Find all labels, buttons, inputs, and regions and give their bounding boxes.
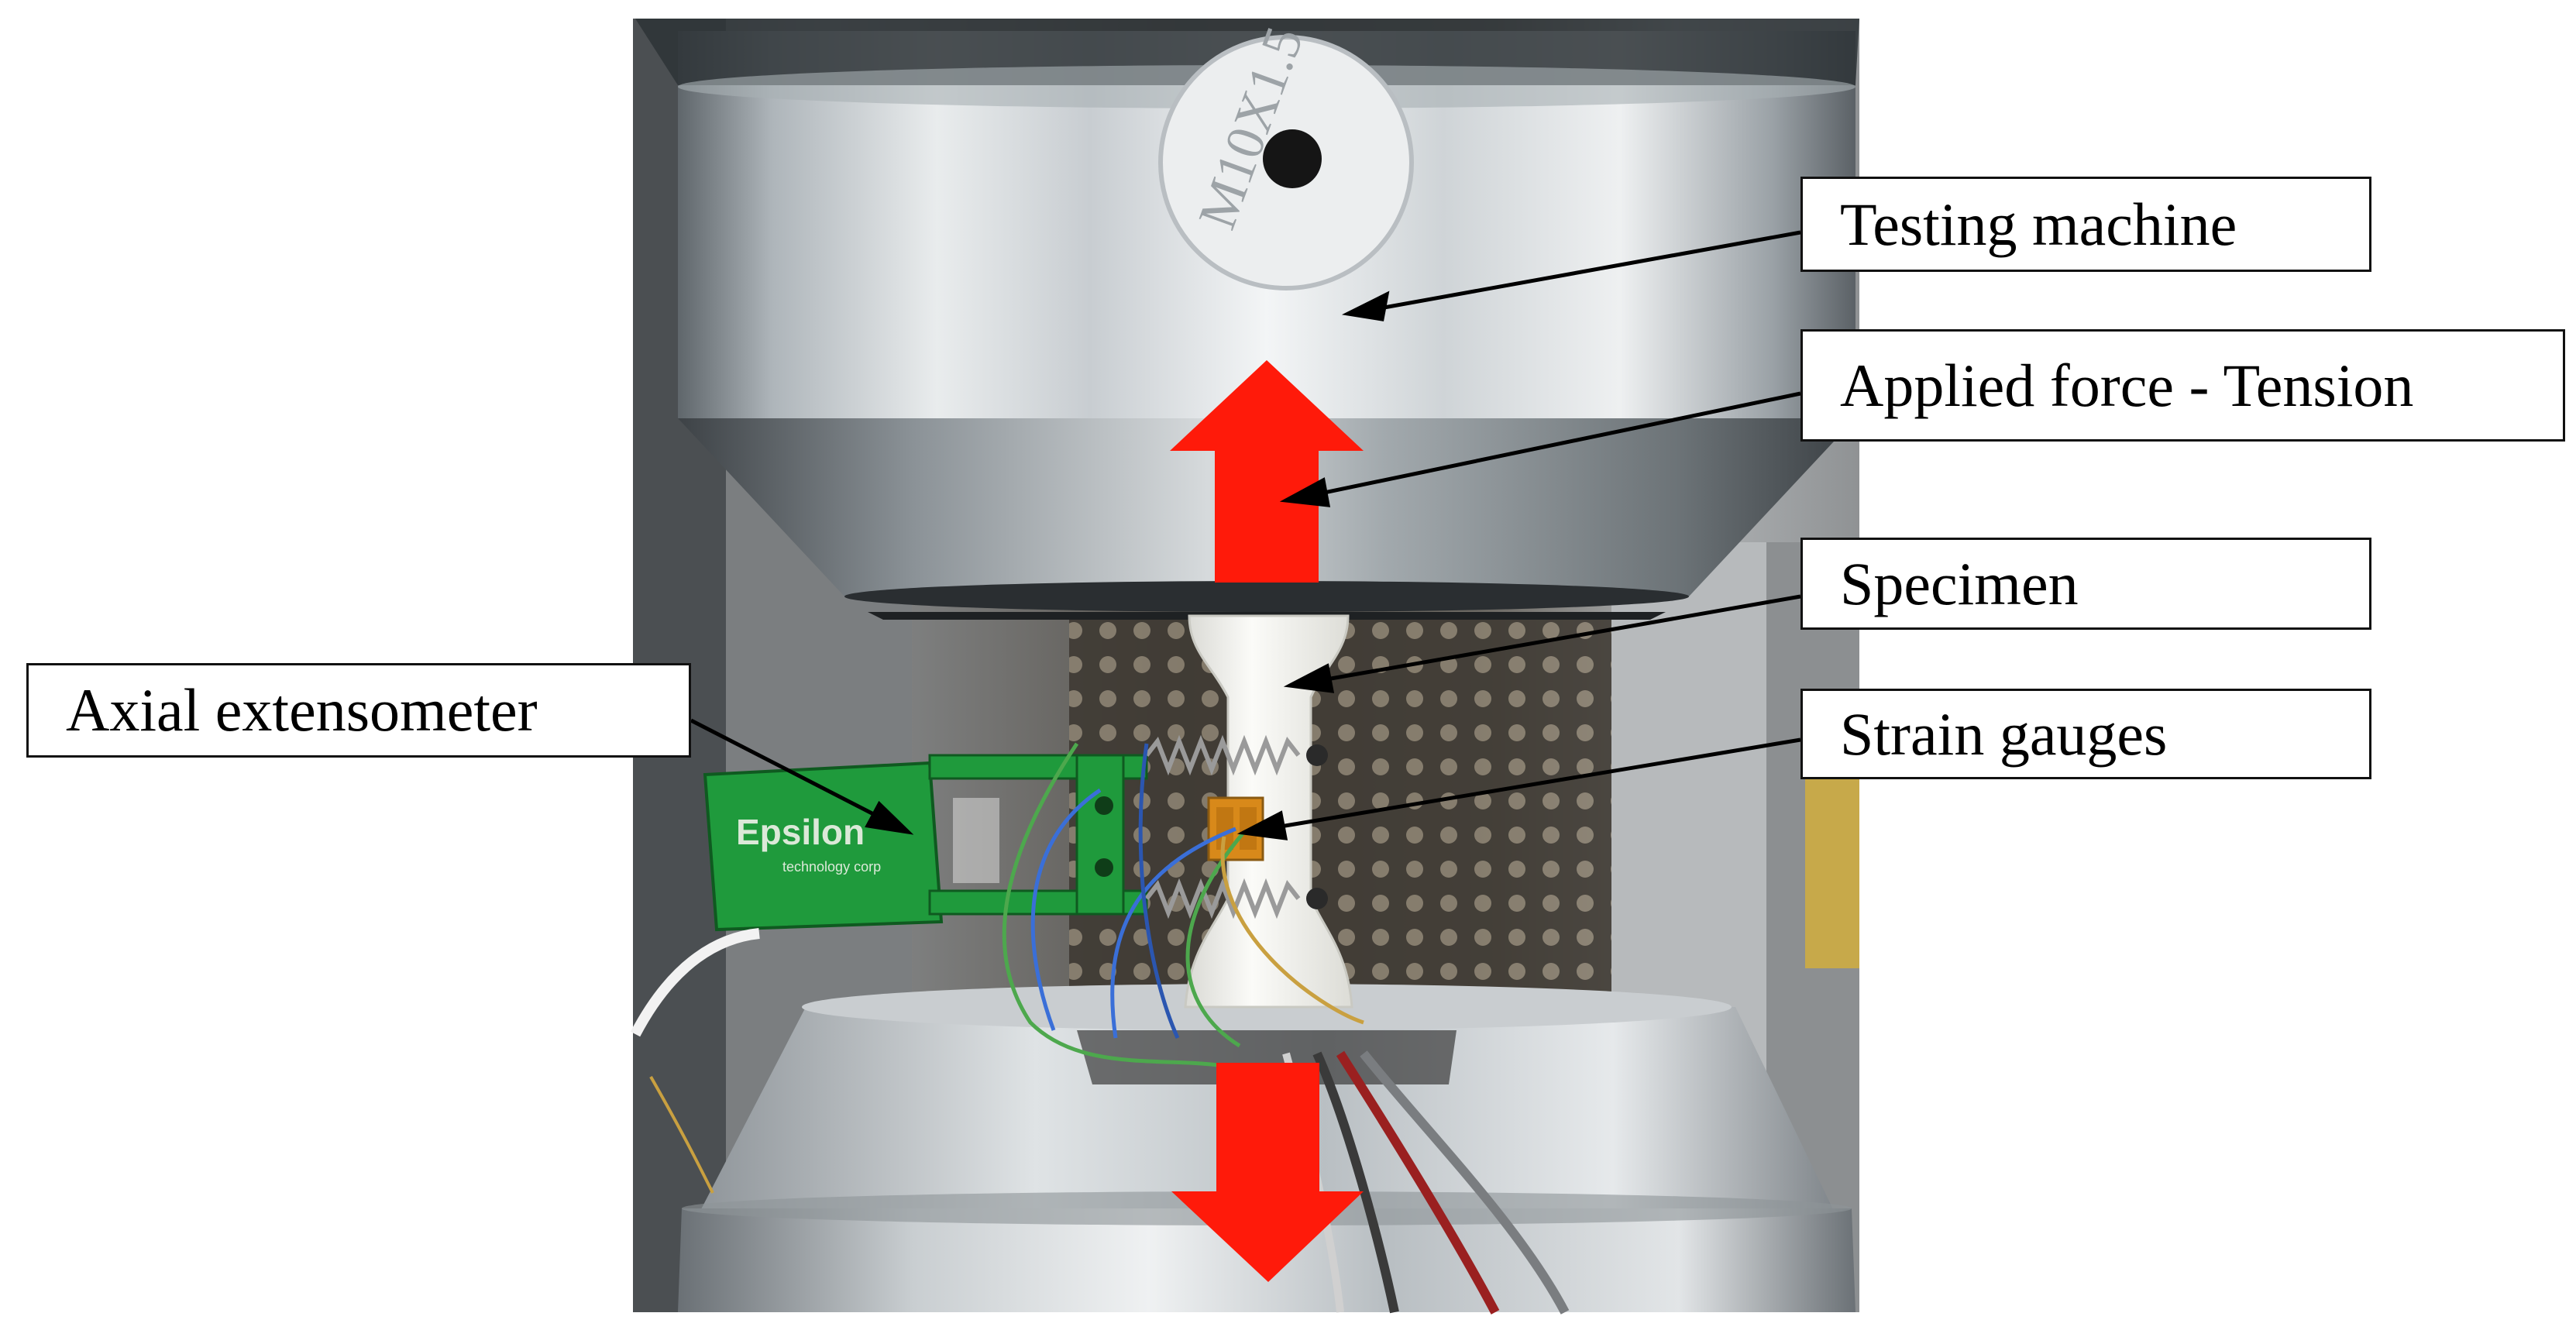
- callout-axial-extensometer-text: Axial extensometer: [66, 676, 538, 744]
- callout-strain-gauges: Strain gauges: [1800, 689, 2371, 779]
- engraved-bolt-head: M10X1.5: [1158, 19, 1414, 290]
- callout-specimen: Specimen: [1800, 538, 2371, 630]
- callout-testing-machine-text: Testing machine: [1840, 190, 2237, 258]
- callout-strain-gauges-text: Strain gauges: [1840, 699, 2168, 768]
- tension-arrow-down: [1171, 1063, 1364, 1282]
- extensometer-logo-sub: technology corp: [782, 859, 881, 875]
- callout-testing-machine: Testing machine: [1800, 177, 2371, 272]
- extensometer-logo-text: Epsilon: [736, 812, 865, 852]
- callout-applied-force-text: Applied force - Tension: [1840, 351, 2414, 419]
- upper-spring: [1144, 734, 1301, 776]
- callout-axial-extensometer: Axial extensometer: [26, 663, 691, 758]
- upper-grip: M10X1.5: [635, 19, 1859, 620]
- callout-specimen-text: Specimen: [1840, 549, 2079, 617]
- callout-applied-force: Applied force - Tension: [1800, 329, 2565, 442]
- lower-spring: [1144, 878, 1301, 919]
- lead-wires: [630, 742, 1570, 1315]
- tension-arrow-up: [1170, 360, 1364, 583]
- callout-pointers: [690, 230, 1801, 840]
